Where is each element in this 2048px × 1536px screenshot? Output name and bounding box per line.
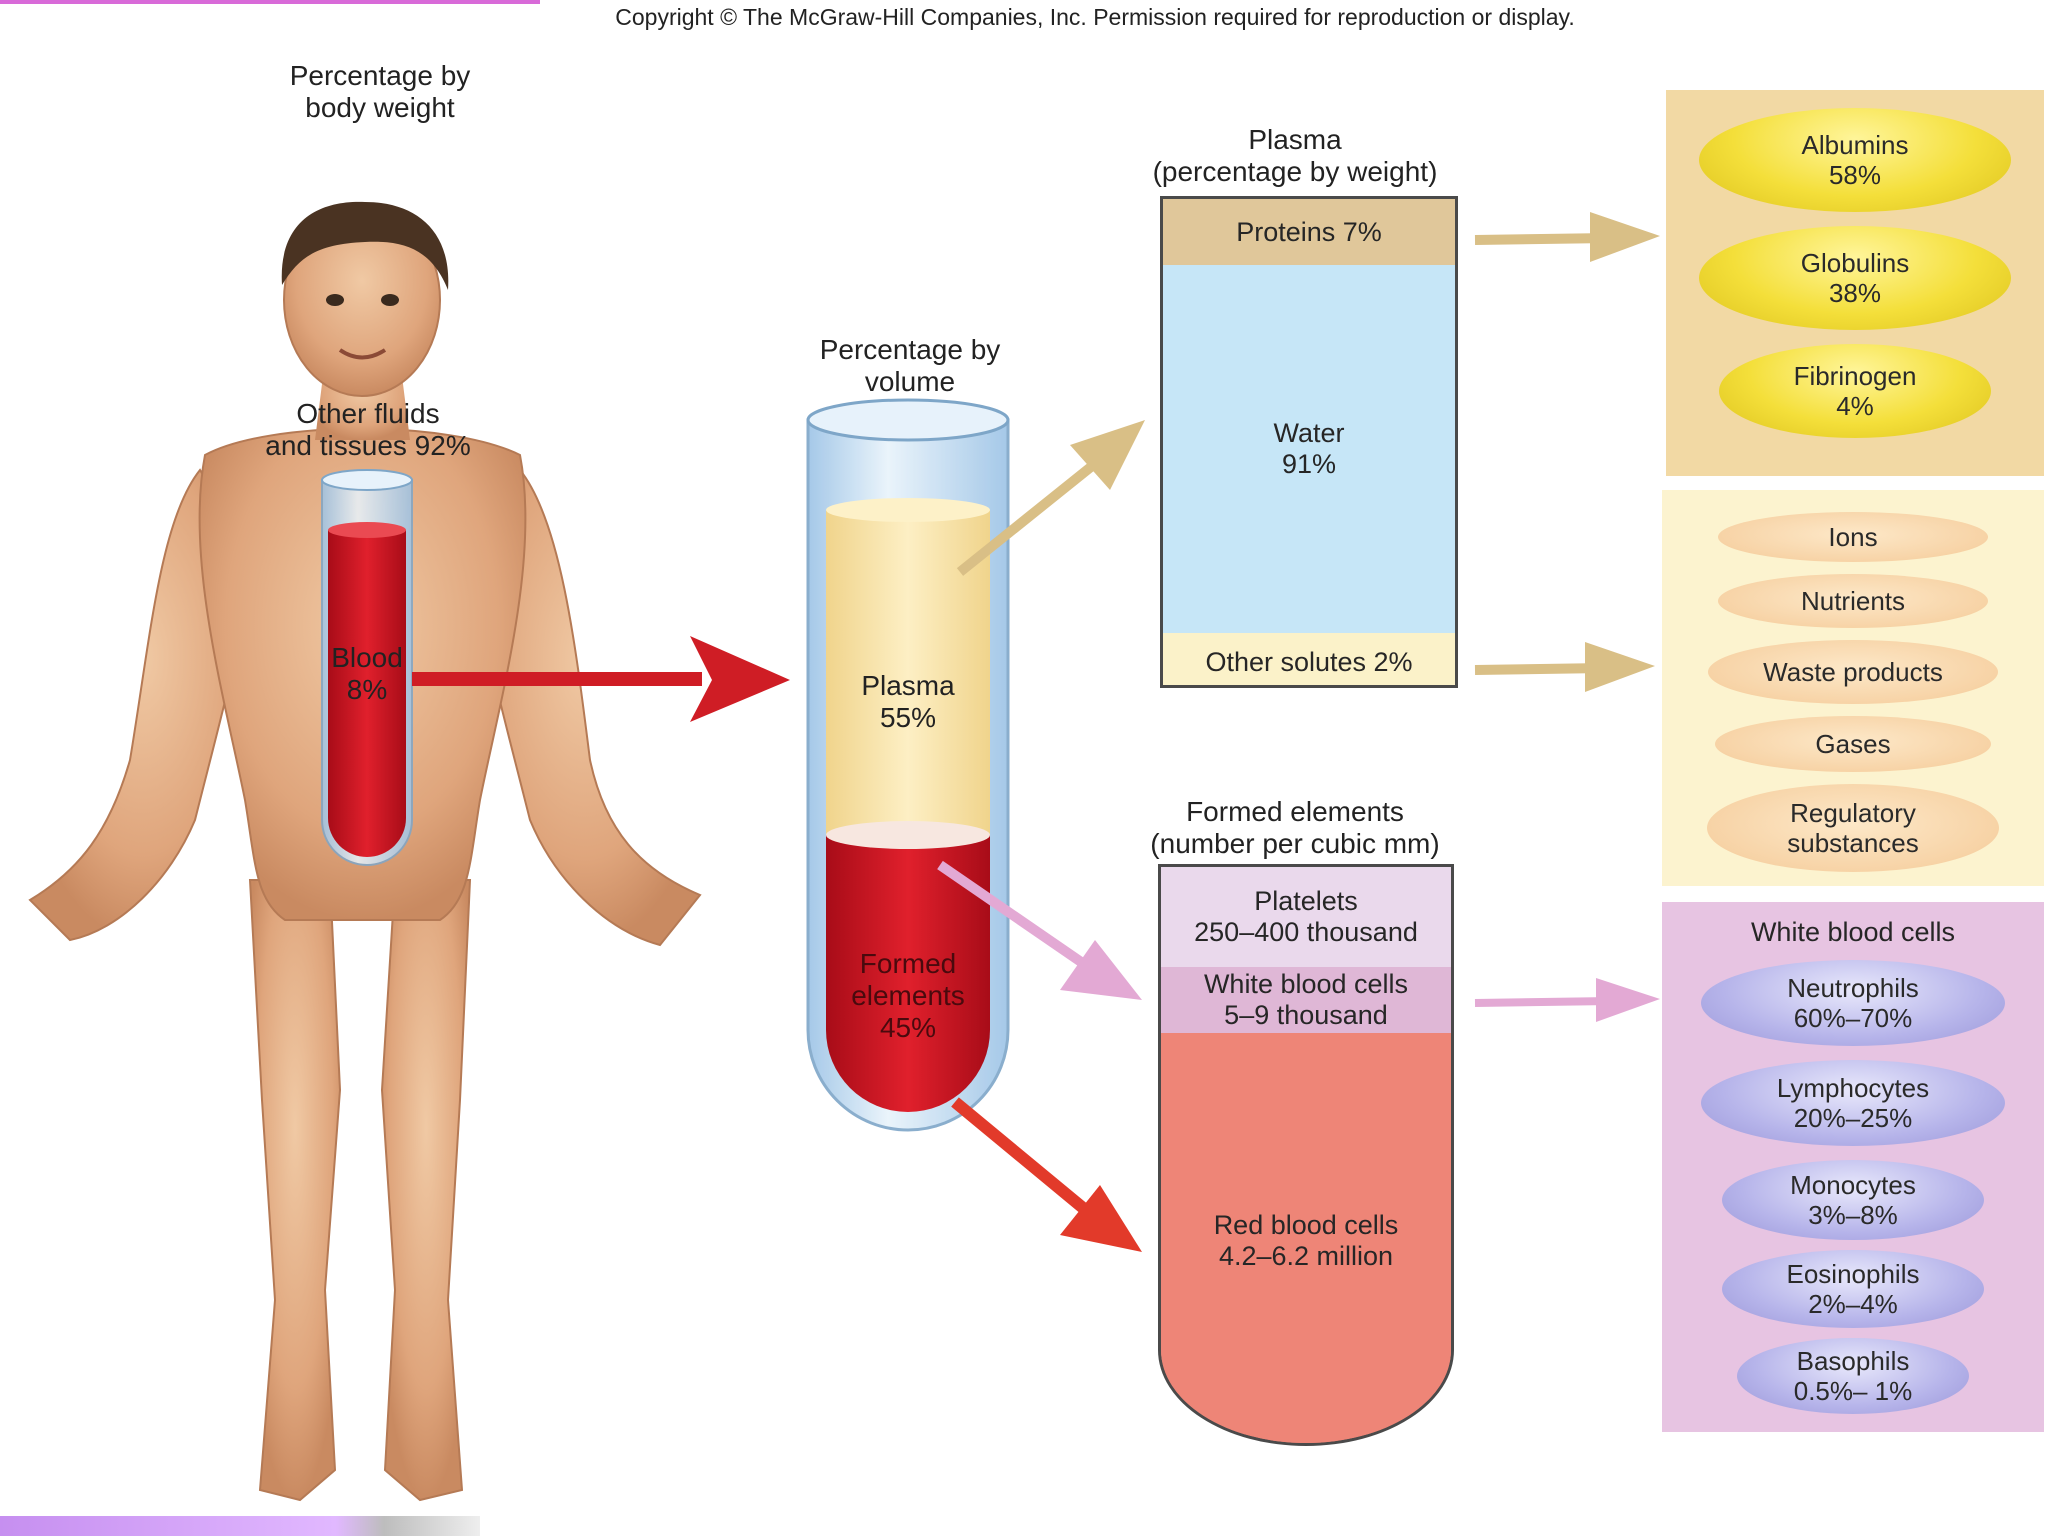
wbc-panel-title: White blood cells — [1750, 917, 1956, 947]
monocytes-oval: Monocytes 3%–8% — [1722, 1160, 1984, 1240]
ions-oval: Ions — [1718, 512, 1988, 562]
plasma-composition-box: Proteins 7% Water 91% Other solutes 2% — [1160, 196, 1458, 688]
regulatory-substances-oval: Regulatory substances — [1707, 784, 1999, 872]
waste-products-oval: Waste products — [1708, 640, 1998, 704]
volume-tube — [806, 398, 1010, 1132]
arrow-solutes-to-panel — [1474, 642, 1655, 692]
wbc-segment: White blood cells 5–9 thousand — [1161, 967, 1451, 1033]
arrow-wbc-to-panel — [1474, 978, 1660, 1022]
white-blood-cells-panel: White blood cells Neutrophils 60%–70% Ly… — [1662, 902, 2044, 1432]
platelets-segment: Platelets 250–400 thousand — [1161, 867, 1451, 967]
lymphocytes-oval: Lymphocytes 20%–25% — [1701, 1060, 2005, 1146]
arrow-formed-to-platelets — [937, 860, 1142, 1000]
gases-oval: Gases — [1715, 716, 1991, 772]
other-fluids-label: Other fluids and tissues 92% — [265, 398, 471, 461]
globulins-oval: Globulins 38% — [1699, 226, 2011, 330]
blood-label: Blood 8% — [331, 642, 403, 705]
plasma-box-title: Plasma (percentage by weight) — [1152, 124, 1438, 187]
water-segment: Water 91% — [1163, 265, 1455, 633]
other-solutes-segment: Other solutes 2% — [1163, 633, 1455, 685]
arrow-blood-to-volume — [412, 636, 790, 722]
footer-accent-bar — [0, 1516, 480, 1536]
body-weight-title: Percentage by body weight — [289, 60, 471, 123]
arrow-plasma-to-plasma-box — [956, 420, 1145, 576]
tube-formed-label: Formed elements 45% — [851, 948, 965, 1043]
proteins-segment: Proteins 7% — [1163, 199, 1455, 265]
formed-elements-box: Platelets 250–400 thousand White blood c… — [1158, 864, 1454, 1446]
neutrophils-oval: Neutrophils 60%–70% — [1701, 960, 2005, 1046]
body-blood-tube — [321, 469, 413, 866]
basophils-oval: Basophils 0.5%– 1% — [1737, 1338, 1969, 1414]
arrow-proteins-to-panel — [1474, 212, 1660, 262]
rbc-segment: Red blood cells 4.2–6.2 million — [1161, 1033, 1451, 1443]
nutrients-oval: Nutrients — [1718, 574, 1988, 628]
tube-plasma-label: Plasma 55% — [861, 670, 955, 733]
arrow-formed-to-rbc — [951, 1097, 1142, 1252]
other-solutes-panel: Ions Nutrients Waste products Gases Regu… — [1662, 490, 2044, 886]
formed-box-title: Formed elements (number per cubic mm) — [1150, 796, 1440, 859]
fibrinogen-oval: Fibrinogen 4% — [1719, 344, 1991, 438]
volume-title: Percentage by volume — [819, 334, 1001, 397]
copyright-notice: Copyright © The McGraw-Hill Companies, I… — [615, 4, 1575, 30]
plasma-proteins-panel: Albumins 58% Globulins 38% Fibrinogen 4% — [1666, 90, 2044, 476]
top-accent-bar — [0, 0, 540, 4]
eosinophils-oval: Eosinophils 2%–4% — [1722, 1250, 1984, 1328]
albumins-oval: Albumins 58% — [1699, 108, 2011, 212]
